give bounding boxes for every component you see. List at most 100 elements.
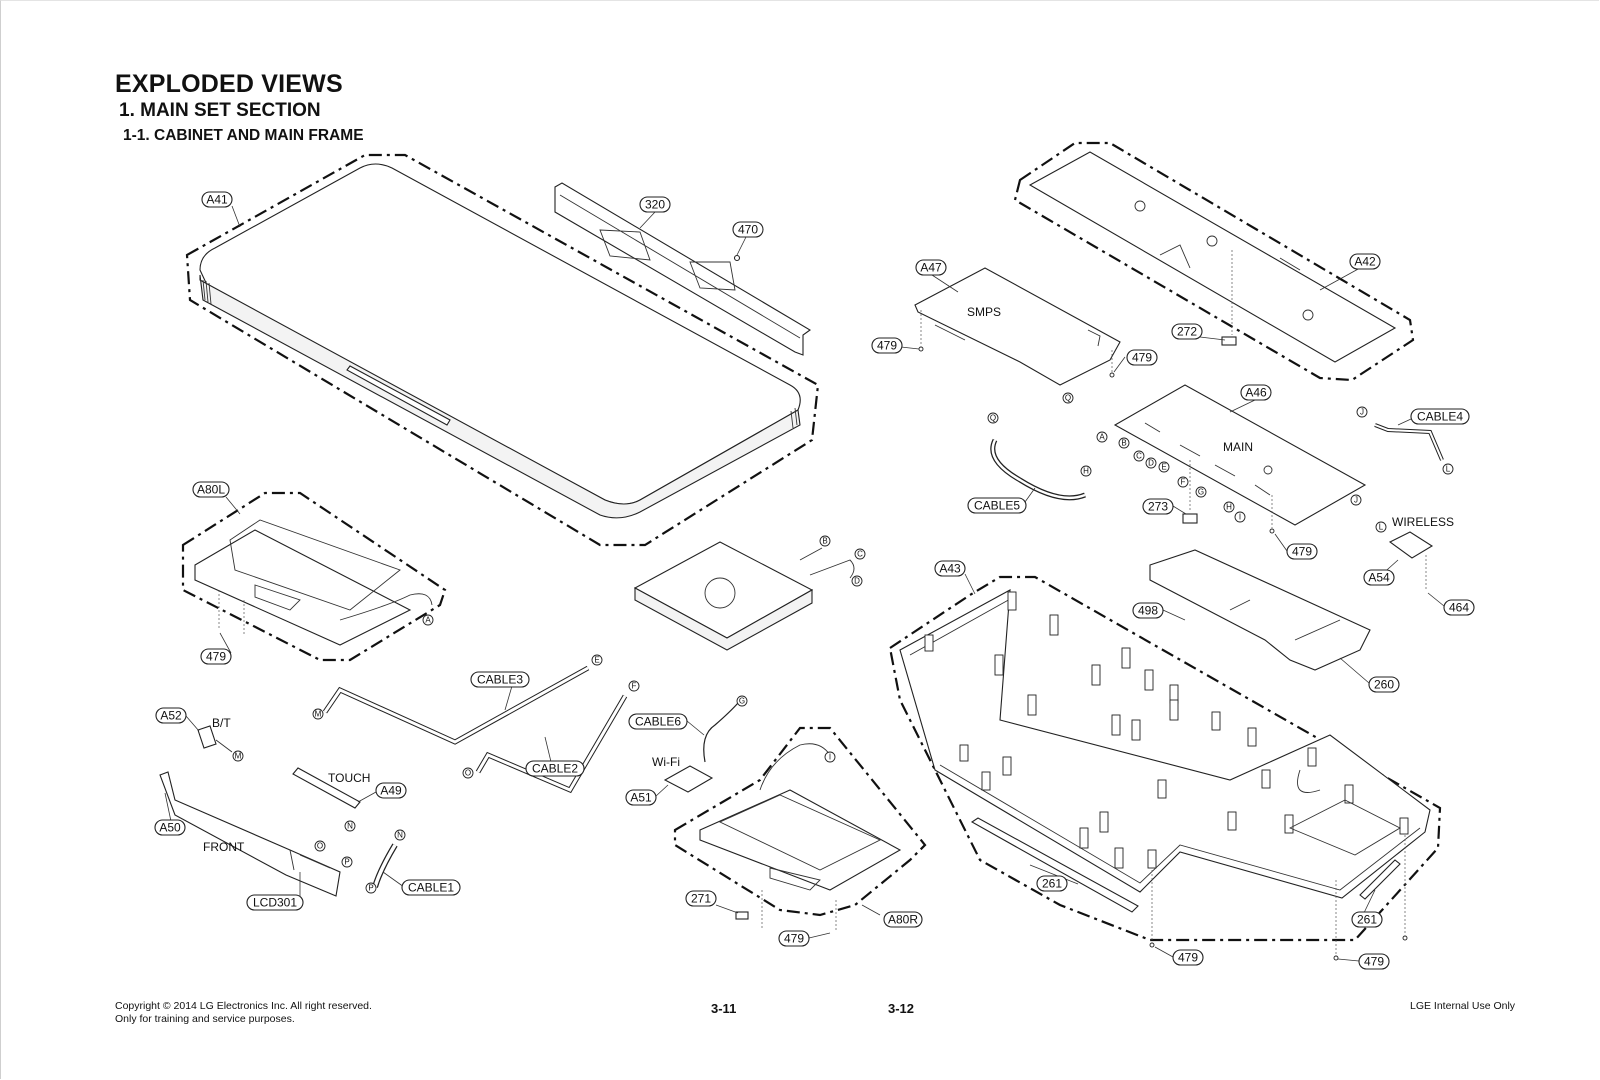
svg-text:F: F bbox=[632, 682, 637, 691]
wifi-module-a51 bbox=[663, 765, 714, 793]
front-board-a50 bbox=[159, 771, 341, 897]
foot-261-left bbox=[970, 817, 1139, 913]
svg-text:B: B bbox=[822, 537, 827, 546]
svg-text:A43: A43 bbox=[939, 562, 961, 576]
callout-a52: A52 bbox=[155, 707, 187, 724]
callout-271: 271 bbox=[685, 890, 717, 907]
chassis-plate-a42 bbox=[1013, 141, 1415, 382]
callout-261-right: 261 bbox=[1351, 911, 1383, 928]
svg-text:479: 479 bbox=[784, 932, 804, 946]
label-front: FRONT bbox=[203, 840, 245, 854]
callout-a54: A54 bbox=[1363, 569, 1395, 586]
svg-text:E: E bbox=[594, 656, 599, 665]
callout-260: 260 bbox=[1368, 676, 1400, 693]
label-wifi: Wi-Fi bbox=[652, 755, 680, 769]
svg-text:273: 273 bbox=[1148, 500, 1168, 514]
a41-body-side bbox=[199, 274, 801, 519]
callout-a49: A49 bbox=[375, 782, 407, 799]
svg-text:O: O bbox=[317, 842, 323, 851]
copyright-line2: Only for training and service purposes. bbox=[115, 1013, 295, 1025]
connector-markers: A A B B C C D D E E F F G G H H I I J J … bbox=[232, 392, 1454, 894]
callout-479-smps-left: 479 bbox=[871, 337, 903, 354]
svg-text:H: H bbox=[1083, 467, 1089, 476]
svg-text:320: 320 bbox=[645, 198, 665, 212]
drive-chassis-side bbox=[634, 587, 813, 651]
callout-a80l: A80L bbox=[192, 481, 230, 498]
copyright-line1: Copyright © 2014 LG Electronics Inc. All… bbox=[115, 1000, 372, 1012]
svg-text:P: P bbox=[344, 858, 349, 867]
foot-261-right bbox=[1359, 859, 1401, 900]
callout-a51: A51 bbox=[625, 789, 657, 806]
bracket-260-detail bbox=[1229, 599, 1341, 641]
callout-lcd301: LCD301 bbox=[246, 894, 304, 911]
copyright-notice: Copyright © 2014 LG Electronics Inc. All… bbox=[115, 1000, 372, 1026]
callout-a80r: A80R bbox=[883, 911, 923, 928]
a43-tray-floor bbox=[899, 589, 1431, 899]
svg-text:A52: A52 bbox=[160, 709, 182, 723]
bracket-260 bbox=[1149, 549, 1371, 671]
label-wireless: WIRELESS bbox=[1392, 515, 1454, 529]
svg-text:272: 272 bbox=[1177, 325, 1197, 339]
cable6-wire bbox=[703, 702, 739, 763]
svg-text:271: 271 bbox=[691, 892, 711, 906]
page-title: EXPLODED VIEWS bbox=[115, 70, 343, 98]
svg-text:B: B bbox=[1121, 439, 1126, 448]
svg-text:479: 479 bbox=[1364, 955, 1384, 969]
callout-cable5: CABLE5 bbox=[967, 497, 1027, 514]
svg-text:CABLE1: CABLE1 bbox=[408, 881, 454, 895]
svg-text:261: 261 bbox=[1357, 913, 1377, 927]
svg-text:I: I bbox=[1239, 513, 1241, 522]
svg-text:H: H bbox=[1226, 503, 1232, 512]
a42-group-boundary bbox=[1013, 141, 1415, 382]
svg-text:G: G bbox=[1198, 488, 1204, 497]
callout-479-smps-right: 479 bbox=[1126, 349, 1158, 366]
callout-a50: A50 bbox=[154, 819, 186, 836]
svg-text:D: D bbox=[854, 577, 860, 586]
callout-a47: A47 bbox=[915, 259, 947, 276]
label-smps: SMPS bbox=[967, 305, 1001, 319]
svg-text:479: 479 bbox=[206, 650, 226, 664]
svg-text:479: 479 bbox=[1178, 951, 1198, 965]
cable5-harness-inner bbox=[991, 439, 1086, 500]
part-callouts: A41 320 470 A47 A42 479 479 272 A46 CABL… bbox=[154, 191, 1475, 970]
speaker-a80l bbox=[181, 491, 447, 662]
svg-text:J: J bbox=[1354, 496, 1358, 505]
callout-464: 464 bbox=[1443, 599, 1475, 616]
a42-plate bbox=[1028, 151, 1397, 363]
label-bt: B/T bbox=[212, 716, 231, 730]
page-number-left: 3-11 bbox=[711, 1001, 737, 1016]
svg-text:N: N bbox=[397, 831, 403, 840]
callout-498: 498 bbox=[1132, 602, 1164, 619]
main-board-a46 bbox=[1113, 384, 1367, 534]
top-cabinet-a41 bbox=[185, 153, 820, 547]
svg-text:CABLE4: CABLE4 bbox=[1417, 410, 1463, 424]
speaker-a80r bbox=[673, 726, 927, 930]
page-number-right: 3-12 bbox=[888, 1001, 915, 1016]
callout-479-main: 479 bbox=[1286, 543, 1318, 560]
callout-cable4: CABLE4 bbox=[1410, 408, 1470, 425]
svg-text:261: 261 bbox=[1042, 877, 1062, 891]
bt-module-a52 bbox=[197, 725, 217, 749]
drive-chassis-top bbox=[633, 541, 814, 639]
a41-display-window bbox=[346, 365, 451, 426]
svg-text:CABLE2: CABLE2 bbox=[532, 762, 578, 776]
callout-470: 470 bbox=[732, 221, 764, 238]
svg-text:A49: A49 bbox=[380, 784, 402, 798]
smps-board-a47 bbox=[914, 267, 1121, 386]
svg-text:498: 498 bbox=[1138, 604, 1158, 618]
svg-text:CABLE5: CABLE5 bbox=[974, 499, 1020, 513]
svg-text:A46: A46 bbox=[1245, 386, 1267, 400]
callout-320: 320 bbox=[639, 196, 671, 213]
svg-text:464: 464 bbox=[1449, 601, 1469, 615]
callout-a41: A41 bbox=[201, 191, 233, 208]
screw-470 bbox=[733, 254, 741, 262]
svg-text:O: O bbox=[465, 769, 471, 778]
a80r-group-boundary bbox=[673, 726, 927, 917]
subsection-title: 1-1. CABINET AND MAIN FRAME bbox=[123, 127, 364, 144]
a80l-frame bbox=[194, 529, 412, 646]
svg-text:260: 260 bbox=[1374, 678, 1394, 692]
svg-text:L: L bbox=[1446, 465, 1451, 474]
callout-273: 273 bbox=[1142, 498, 1174, 515]
internal-use-notice: LGE Internal Use Only bbox=[1410, 1000, 1516, 1012]
svg-text:A50: A50 bbox=[159, 821, 181, 835]
